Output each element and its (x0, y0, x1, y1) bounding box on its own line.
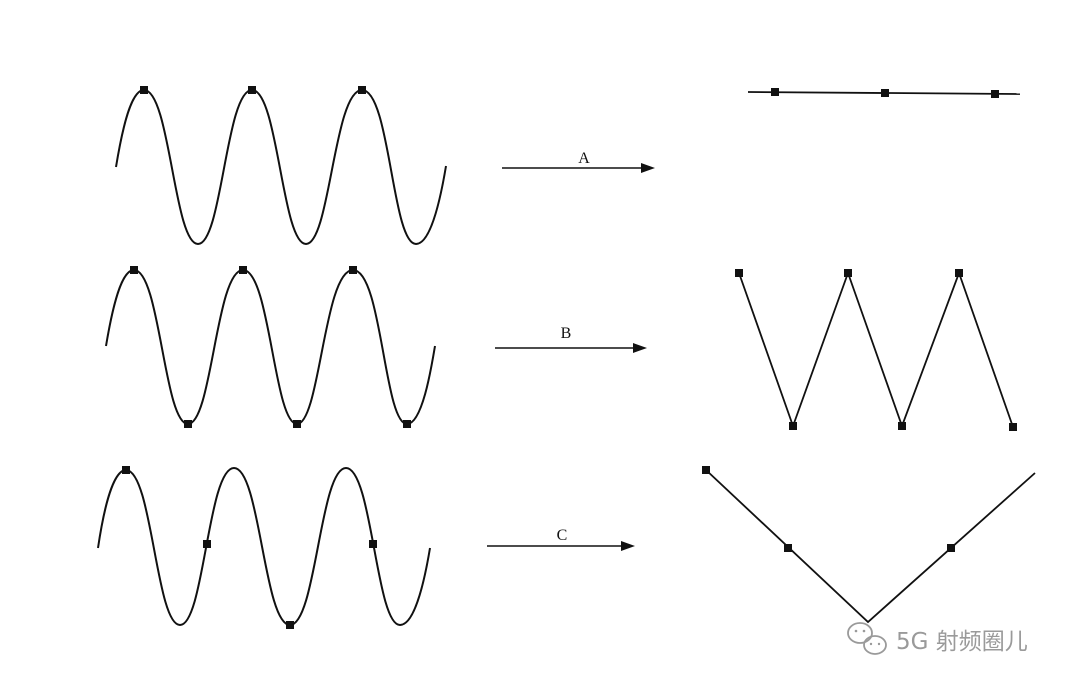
sine-wave-b (105, 268, 436, 426)
row-b: B (105, 266, 1017, 431)
sample-point (898, 422, 906, 430)
sample-point (702, 466, 710, 474)
sample-point (203, 540, 211, 548)
sample-point (947, 544, 955, 552)
sample-point (140, 86, 148, 94)
sample-point (735, 269, 743, 277)
sample-point (991, 90, 999, 98)
arrow-head (641, 163, 655, 173)
sample-point (955, 269, 963, 277)
row-a: A (115, 86, 1021, 246)
arrow-label-c: C (557, 527, 568, 544)
sample-point (784, 544, 792, 552)
arrow-label-b: B (561, 325, 572, 342)
sample-point (369, 540, 377, 548)
sample-point (122, 466, 130, 474)
sample-point (771, 88, 779, 96)
watermark-text: 5G 射频圈儿 (896, 629, 1028, 655)
sample-point (403, 420, 411, 428)
sine-wave-c (97, 466, 431, 627)
watermark: 5G 射频圈儿 (847, 622, 1028, 655)
sample-point (349, 266, 357, 274)
sine-wave-a (115, 88, 447, 246)
reconstructed-signal-b (738, 270, 1014, 429)
row-c: C (97, 466, 1036, 629)
sample-point (293, 420, 301, 428)
sample-point (789, 422, 797, 430)
wechat-icon (847, 622, 887, 655)
sample-point (184, 420, 192, 428)
arrow-head (633, 343, 647, 353)
sample-point (286, 621, 294, 629)
arrow-label-a: A (578, 150, 590, 167)
arrow-head (621, 541, 635, 551)
sample-point (358, 86, 366, 94)
sample-point (844, 269, 852, 277)
sample-point (248, 86, 256, 94)
sample-point (1009, 423, 1017, 431)
sample-point (239, 266, 247, 274)
sample-point (130, 266, 138, 274)
sample-point (881, 89, 889, 97)
reconstructed-signal-c (705, 469, 1036, 624)
